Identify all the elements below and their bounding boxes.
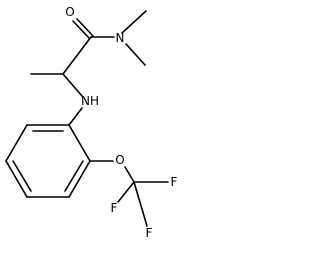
atom-label-fluorine-bottom: F <box>146 226 153 240</box>
bond-ether-o-to-cf3 <box>124 166 135 183</box>
ring-bond-5-inner <box>64 160 84 192</box>
bond-carbonyl-double-a <box>72 20 90 39</box>
molecule-diagram: O N NH O F F F <box>5 5 178 240</box>
atom-label-fluorine-right: F <box>171 175 178 189</box>
bond-carbonyl-double-b <box>76 18 94 37</box>
atom-label-carbonyl-oxygen: O <box>65 5 74 19</box>
bond-amide-n-methyl-up <box>121 10 147 34</box>
ring-bond-3 <box>5 160 28 198</box>
ring-bond-2 <box>5 124 28 162</box>
ring-bond-3-inner <box>12 160 32 192</box>
atom-label-amine-nh: NH <box>81 94 99 108</box>
bond-nh-to-ring <box>68 107 83 126</box>
bond-alpha-to-nh <box>62 73 83 97</box>
bond-amide-n-methyl-down <box>125 43 146 66</box>
atom-label-ether-oxygen: O <box>115 153 124 167</box>
bond-cf3-f-top <box>117 181 135 203</box>
ring-bond-6 <box>68 124 91 162</box>
bond-cf3-f-bottom <box>133 181 148 227</box>
ring-bond-5 <box>68 160 91 198</box>
bond-carbonyl-to-alpha <box>62 36 92 75</box>
atom-label-amide-nitrogen: N <box>116 31 125 45</box>
atom-label-fluorine-top: F <box>111 201 118 215</box>
